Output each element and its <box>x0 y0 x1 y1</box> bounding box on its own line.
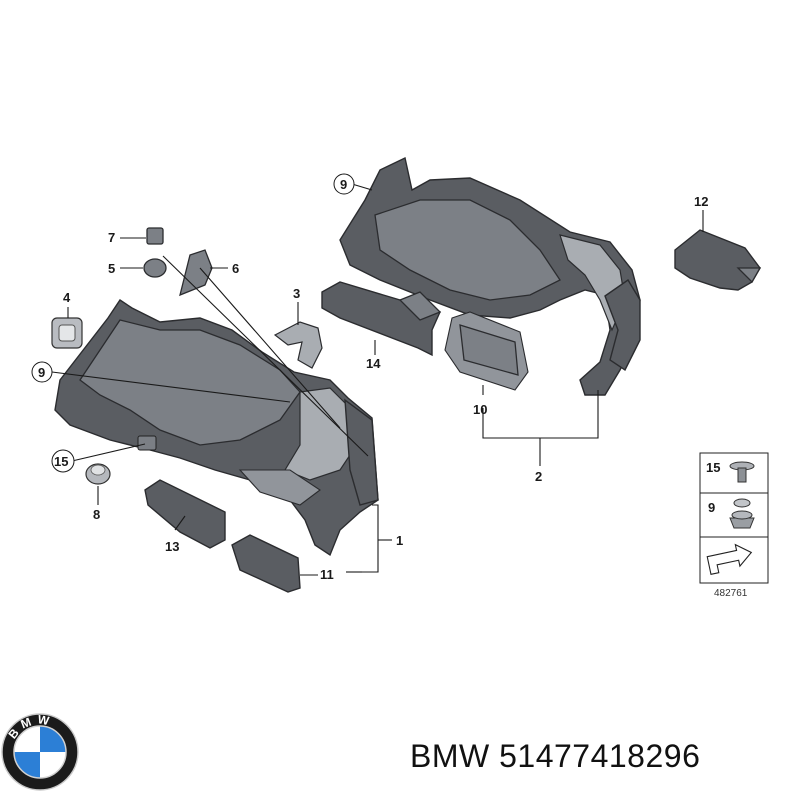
label-4: 4 <box>63 290 71 305</box>
part-caption: BMW 51477418296 <box>410 738 700 775</box>
label-6: 6 <box>232 261 239 276</box>
inset-label-15: 15 <box>706 460 720 475</box>
circle-15 <box>51 449 75 473</box>
part-11-cover <box>231 534 301 593</box>
caption-brand: BMW <box>410 738 490 774</box>
label-1: 1 <box>396 533 403 548</box>
part-5-socket <box>143 258 167 278</box>
leader-lines <box>51 183 704 576</box>
label-9-right: 9 <box>340 177 347 192</box>
right-trim-panel <box>339 156 641 396</box>
circle-9-right <box>333 173 355 195</box>
inset-label-9: 9 <box>708 500 715 515</box>
label-7: 7 <box>108 230 115 245</box>
fastener-inset: 15 9 482761 <box>699 452 769 599</box>
label-3: 3 <box>293 286 300 301</box>
part-7-clip <box>146 227 164 245</box>
label-9-left: 9 <box>38 365 45 380</box>
label-14: 14 <box>366 356 381 371</box>
circle-9-left <box>31 361 53 383</box>
bmw-logo: BMW <box>1 712 79 791</box>
part-4-cap <box>51 317 83 349</box>
label-2: 2 <box>535 469 542 484</box>
part-6-light <box>179 249 213 297</box>
part-3-handle <box>273 321 323 369</box>
label-8: 8 <box>93 507 100 522</box>
part-8-grommet <box>85 463 111 485</box>
part-12-bracket <box>674 229 762 291</box>
label-15: 15 <box>54 454 68 469</box>
direction-arrow-icon <box>706 543 753 575</box>
reference-number: 482761 <box>714 588 748 599</box>
label-5: 5 <box>108 261 115 276</box>
caption-part-number: 51477418296 <box>499 738 701 774</box>
label-11: 11 <box>320 567 334 582</box>
label-13: 13 <box>165 539 179 554</box>
label-12: 12 <box>694 194 708 209</box>
label-10: 10 <box>473 402 487 417</box>
part-14-bar <box>321 281 442 357</box>
callout-labels: 7 5 6 3 4 14 10 2 12 8 13 11 1 9 9 15 <box>31 173 708 582</box>
left-trim-panel <box>54 299 379 557</box>
part-10-cover <box>444 311 529 391</box>
part-13-panel <box>144 479 226 549</box>
